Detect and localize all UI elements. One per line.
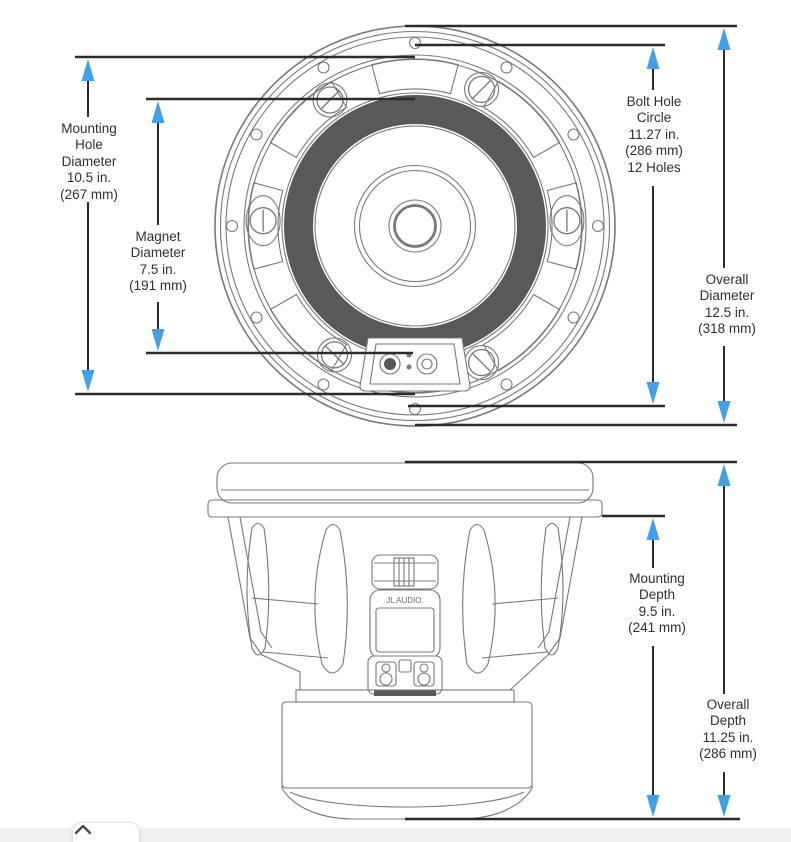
side-view-drawing: JL AUDIO. — [207, 462, 603, 820]
arrow-down-icon — [646, 795, 660, 817]
dimension-label-overall-diameter: Overall Diameter 12.5 in. (318 mm) — [698, 272, 756, 337]
arrow-up-icon — [151, 101, 165, 123]
dimension-overall-depth — [405, 460, 740, 821]
arrow-up-icon — [646, 518, 660, 540]
scroll-top-button[interactable] — [72, 822, 140, 842]
dimension-label-magnet-diameter: Magnet Diameter 7.5 in. (191 mm) — [129, 229, 187, 294]
dimension-label-mounting-hole-diameter: Mounting Hole Diameter 10.5 in. (267 mm) — [60, 121, 118, 202]
terminal-panel — [359, 337, 471, 392]
arrow-down-icon — [646, 382, 660, 404]
arrow-up-icon — [81, 59, 95, 81]
arrow-down-icon — [717, 401, 731, 423]
dimension-mounting-depth — [602, 514, 665, 817]
dimension-overall-diameter — [405, 24, 737, 427]
arrow-down-icon — [81, 370, 95, 392]
chevron-up-icon — [74, 824, 92, 835]
dimension-label-overall-depth: Overall Depth 11.25 in. (286 mm) — [699, 697, 757, 762]
footer-strip — [0, 828, 791, 842]
dimension-bolt-hole-circle — [408, 43, 665, 408]
dimension-label-bolt-hole-circle: Bolt Hole Circle 11.27 in. (286 mm) 12 H… — [625, 94, 683, 175]
arrow-up-icon — [646, 47, 660, 69]
dimension-mounting-hole-diameter — [75, 55, 415, 396]
brand-badge-text: JL AUDIO. — [386, 596, 424, 605]
dimension-label-mounting-depth: Mounting Depth 9.5 in. (241 mm) — [628, 571, 686, 636]
motor-badge-assembly: JL AUDIO. — [367, 554, 443, 696]
arrow-up-icon — [717, 464, 731, 486]
arrow-up-icon — [717, 28, 731, 50]
dimension-magnet-diameter — [146, 97, 415, 355]
top-view-drawing — [214, 25, 616, 427]
arrow-down-icon — [717, 795, 731, 817]
surround-ring — [284, 95, 546, 357]
arrow-down-icon — [151, 329, 165, 351]
